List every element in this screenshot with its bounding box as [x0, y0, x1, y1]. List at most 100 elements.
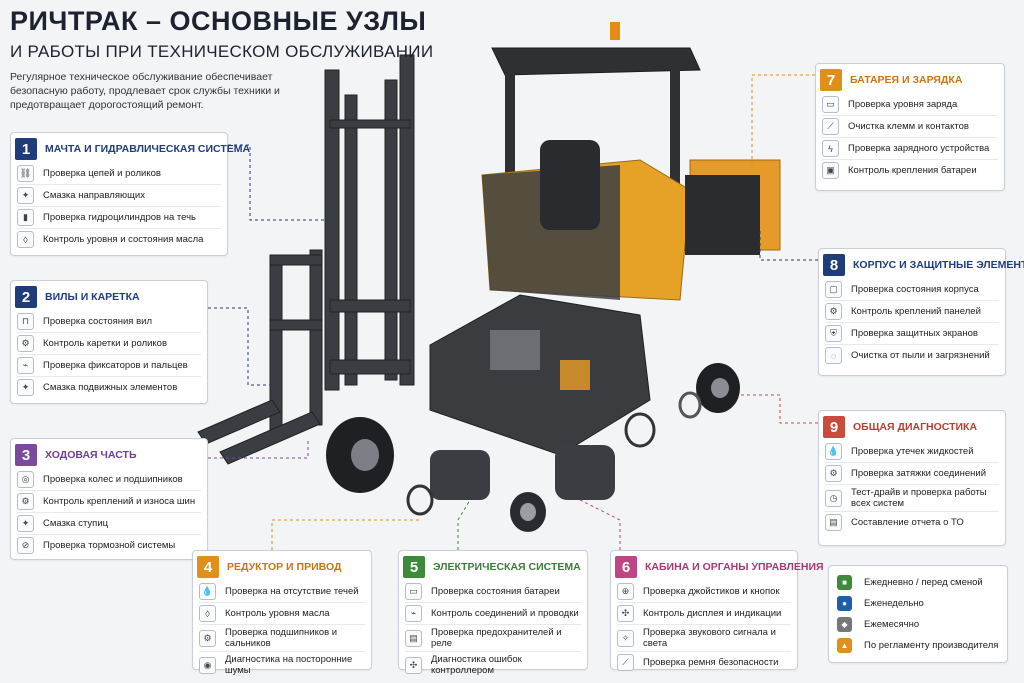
- list-item: ▢Проверка состояния корпуса: [825, 279, 999, 300]
- list-item: 💧Проверка на отсутствие течей: [199, 581, 365, 602]
- oil-drop-icon: ◊: [17, 231, 34, 248]
- charger-icon: ϟ: [822, 140, 839, 157]
- card-title: РЕДУКТОР И ПРИВОД: [227, 561, 342, 573]
- bearing-icon: ⚙: [199, 629, 216, 647]
- list-item: ⌁Контроль соединений и проводки: [405, 602, 581, 624]
- brake-icon: ⊘: [17, 537, 34, 554]
- card-number: 8: [823, 254, 845, 276]
- card-running-gear: 3 ХОДОВАЯ ЧАСТЬ ◎Проверка колес и подшипн…: [10, 438, 208, 560]
- leader-lines: [208, 74, 818, 550]
- card-number: 3: [15, 444, 37, 466]
- list-item: ⛨Проверка защитных экранов: [825, 322, 999, 344]
- list-item: ◎Проверка колес и подшипников: [17, 469, 201, 490]
- calendar-daily-icon: ■: [837, 575, 852, 590]
- wheels-illustration: [326, 363, 740, 532]
- list-item: ⛓Проверка цепей и роликов: [17, 163, 221, 184]
- card-number: 4: [197, 556, 219, 578]
- leak-icon: 💧: [199, 583, 216, 600]
- forks-icon: ⊓: [17, 313, 34, 330]
- page-subtitle: И РАБОТЫ ПРИ ТЕХНИЧЕСКОМ ОБСЛУЖИВАНИИ: [10, 42, 434, 61]
- list-item: ⊕Проверка джойстиков и кнопок: [617, 581, 791, 602]
- card-title: ХОДОВАЯ ЧАСТЬ: [45, 449, 137, 461]
- battery-illustration: [685, 159, 781, 255]
- seatbelt-icon: ⟋: [617, 654, 634, 671]
- card-battery-charging: 7 БАТАРЕЯ И ЗАРЯДКА ▭Проверка уровня заря…: [815, 63, 1005, 191]
- card-number: 2: [15, 286, 37, 308]
- card-cab-controls: 6 КАБИНА И ОРГАНЫ УПРАВЛЕНИЯ ⊕Проверка дж…: [610, 550, 824, 673]
- card-title: БАТАРЕЯ И ЗАРЯДКА: [850, 74, 963, 86]
- report-icon: ▤: [825, 514, 842, 531]
- list-item: ⚙Проверка подшипников и сальников: [199, 624, 365, 651]
- joystick-icon: ⊕: [617, 583, 634, 600]
- card-number: 6: [615, 556, 637, 578]
- oil-drop-icon: ◊: [199, 605, 216, 622]
- list-item: ✦Смазка ступиц: [17, 512, 201, 534]
- noise-icon: ◉: [199, 656, 216, 674]
- list-item: ▣Контроль крепления батареи: [822, 159, 998, 181]
- plug-icon: ⌁: [405, 605, 422, 622]
- calendar-monthly-icon: ◆: [837, 617, 852, 632]
- bolt-icon: ⚙: [17, 493, 34, 510]
- wheel-icon: ◎: [17, 471, 34, 488]
- body-icon: ▢: [825, 281, 842, 298]
- list-item: ⚙Контроль креплений и износа шин: [17, 490, 201, 512]
- controller-icon: ✣: [405, 656, 422, 674]
- list-item: ✣Диагностика ошибок контроллером: [405, 651, 581, 678]
- page-title: РИЧТРАК – ОСНОВНЫЕ УЗЛЫ: [10, 6, 427, 36]
- list-item: ▭Проверка уровня заряда: [822, 94, 998, 115]
- carriage-icon: ⚙: [17, 335, 34, 352]
- list-item: ◉Диагностика на посторонние шумы: [199, 651, 365, 678]
- card-electrical: 5 ЭЛЕКТРИЧЕСКАЯ СИСТЕМА ▭Проверка состоян…: [398, 550, 588, 676]
- panel-icon: ⚙: [825, 303, 842, 320]
- list-item: ✧Проверка звукового сигнала и света: [617, 624, 791, 651]
- card-number: 1: [15, 138, 37, 160]
- list-item: ▭Проверка состояния батареи: [405, 581, 581, 602]
- card-number: 7: [820, 69, 842, 91]
- wrench-icon: ⚙: [825, 465, 842, 482]
- legend-item: ■Ежедневно / перед сменой: [837, 572, 999, 593]
- intro-text: Регулярное техническое обслуживание обес…: [10, 71, 280, 111]
- legend-item: ▲По регламенту производителя: [837, 635, 999, 656]
- list-item: ⚙Контроль креплений панелей: [825, 300, 999, 322]
- battery-icon: ▭: [822, 96, 839, 113]
- manufacturer-schedule-icon: ▲: [837, 638, 852, 653]
- card-number: 5: [403, 556, 425, 578]
- list-item: ⟋Очистка клемм и контактов: [822, 115, 998, 137]
- list-item: ⚙Проверка затяжки соединений: [825, 462, 999, 484]
- list-item: ⊓Проверка состояния вил: [17, 311, 201, 332]
- card-title: ВИЛЫ И КАРЕТКА: [45, 291, 140, 303]
- list-item: ✣Контроль дисплея и индикации: [617, 602, 791, 624]
- card-title: ОБЩАЯ ДИАГНОСТИКА: [853, 421, 978, 433]
- frequency-legend: ■Ежедневно / перед сменой ●Еженедельно ◆…: [828, 565, 1008, 663]
- card-number: 9: [823, 416, 845, 438]
- list-item: ✦Смазка подвижных элементов: [17, 376, 201, 398]
- shield-icon: ⛨: [825, 325, 842, 342]
- list-item: 💧Проверка утечек жидкостей: [825, 441, 999, 462]
- card-title: ЭЛЕКТРИЧЕСКАЯ СИСТЕМА: [433, 561, 581, 573]
- pin-icon: ⌁: [17, 357, 34, 374]
- list-item: ◊Контроль уровня масла: [199, 602, 365, 624]
- chassis-illustration: [429, 294, 651, 456]
- mast-illustration: [324, 54, 415, 391]
- legend-item: ◆Ежемесячно: [837, 614, 999, 635]
- fuse-icon: ▤: [405, 629, 422, 647]
- cab-illustration: [481, 22, 701, 301]
- display-icon: ✣: [617, 605, 634, 622]
- grease-icon: ✦: [17, 515, 34, 532]
- chain-icon: ⛓: [17, 165, 34, 182]
- card-gearbox-drive: 4 РЕДУКТОР И ПРИВОД 💧Проверка на отсутств…: [192, 550, 372, 676]
- list-item: ⌁Проверка фиксаторов и пальцев: [17, 354, 201, 376]
- card-title: КАБИНА И ОРГАНЫ УПРАВЛЕНИЯ: [645, 561, 824, 573]
- forks-illustration: [197, 249, 323, 465]
- list-item: ◷Тест-драйв и проверка работы всех систе…: [825, 484, 999, 511]
- leak-icon: 💧: [825, 443, 842, 460]
- list-item: ⟋Проверка ремня безопасности: [617, 651, 791, 673]
- list-item: ⊘Проверка тормозной системы: [17, 534, 201, 556]
- brush-icon: ⟋: [822, 118, 839, 135]
- cylinder-icon: ▮: [17, 209, 34, 226]
- list-item: ▮Проверка гидроцилиндров на течь: [17, 206, 221, 228]
